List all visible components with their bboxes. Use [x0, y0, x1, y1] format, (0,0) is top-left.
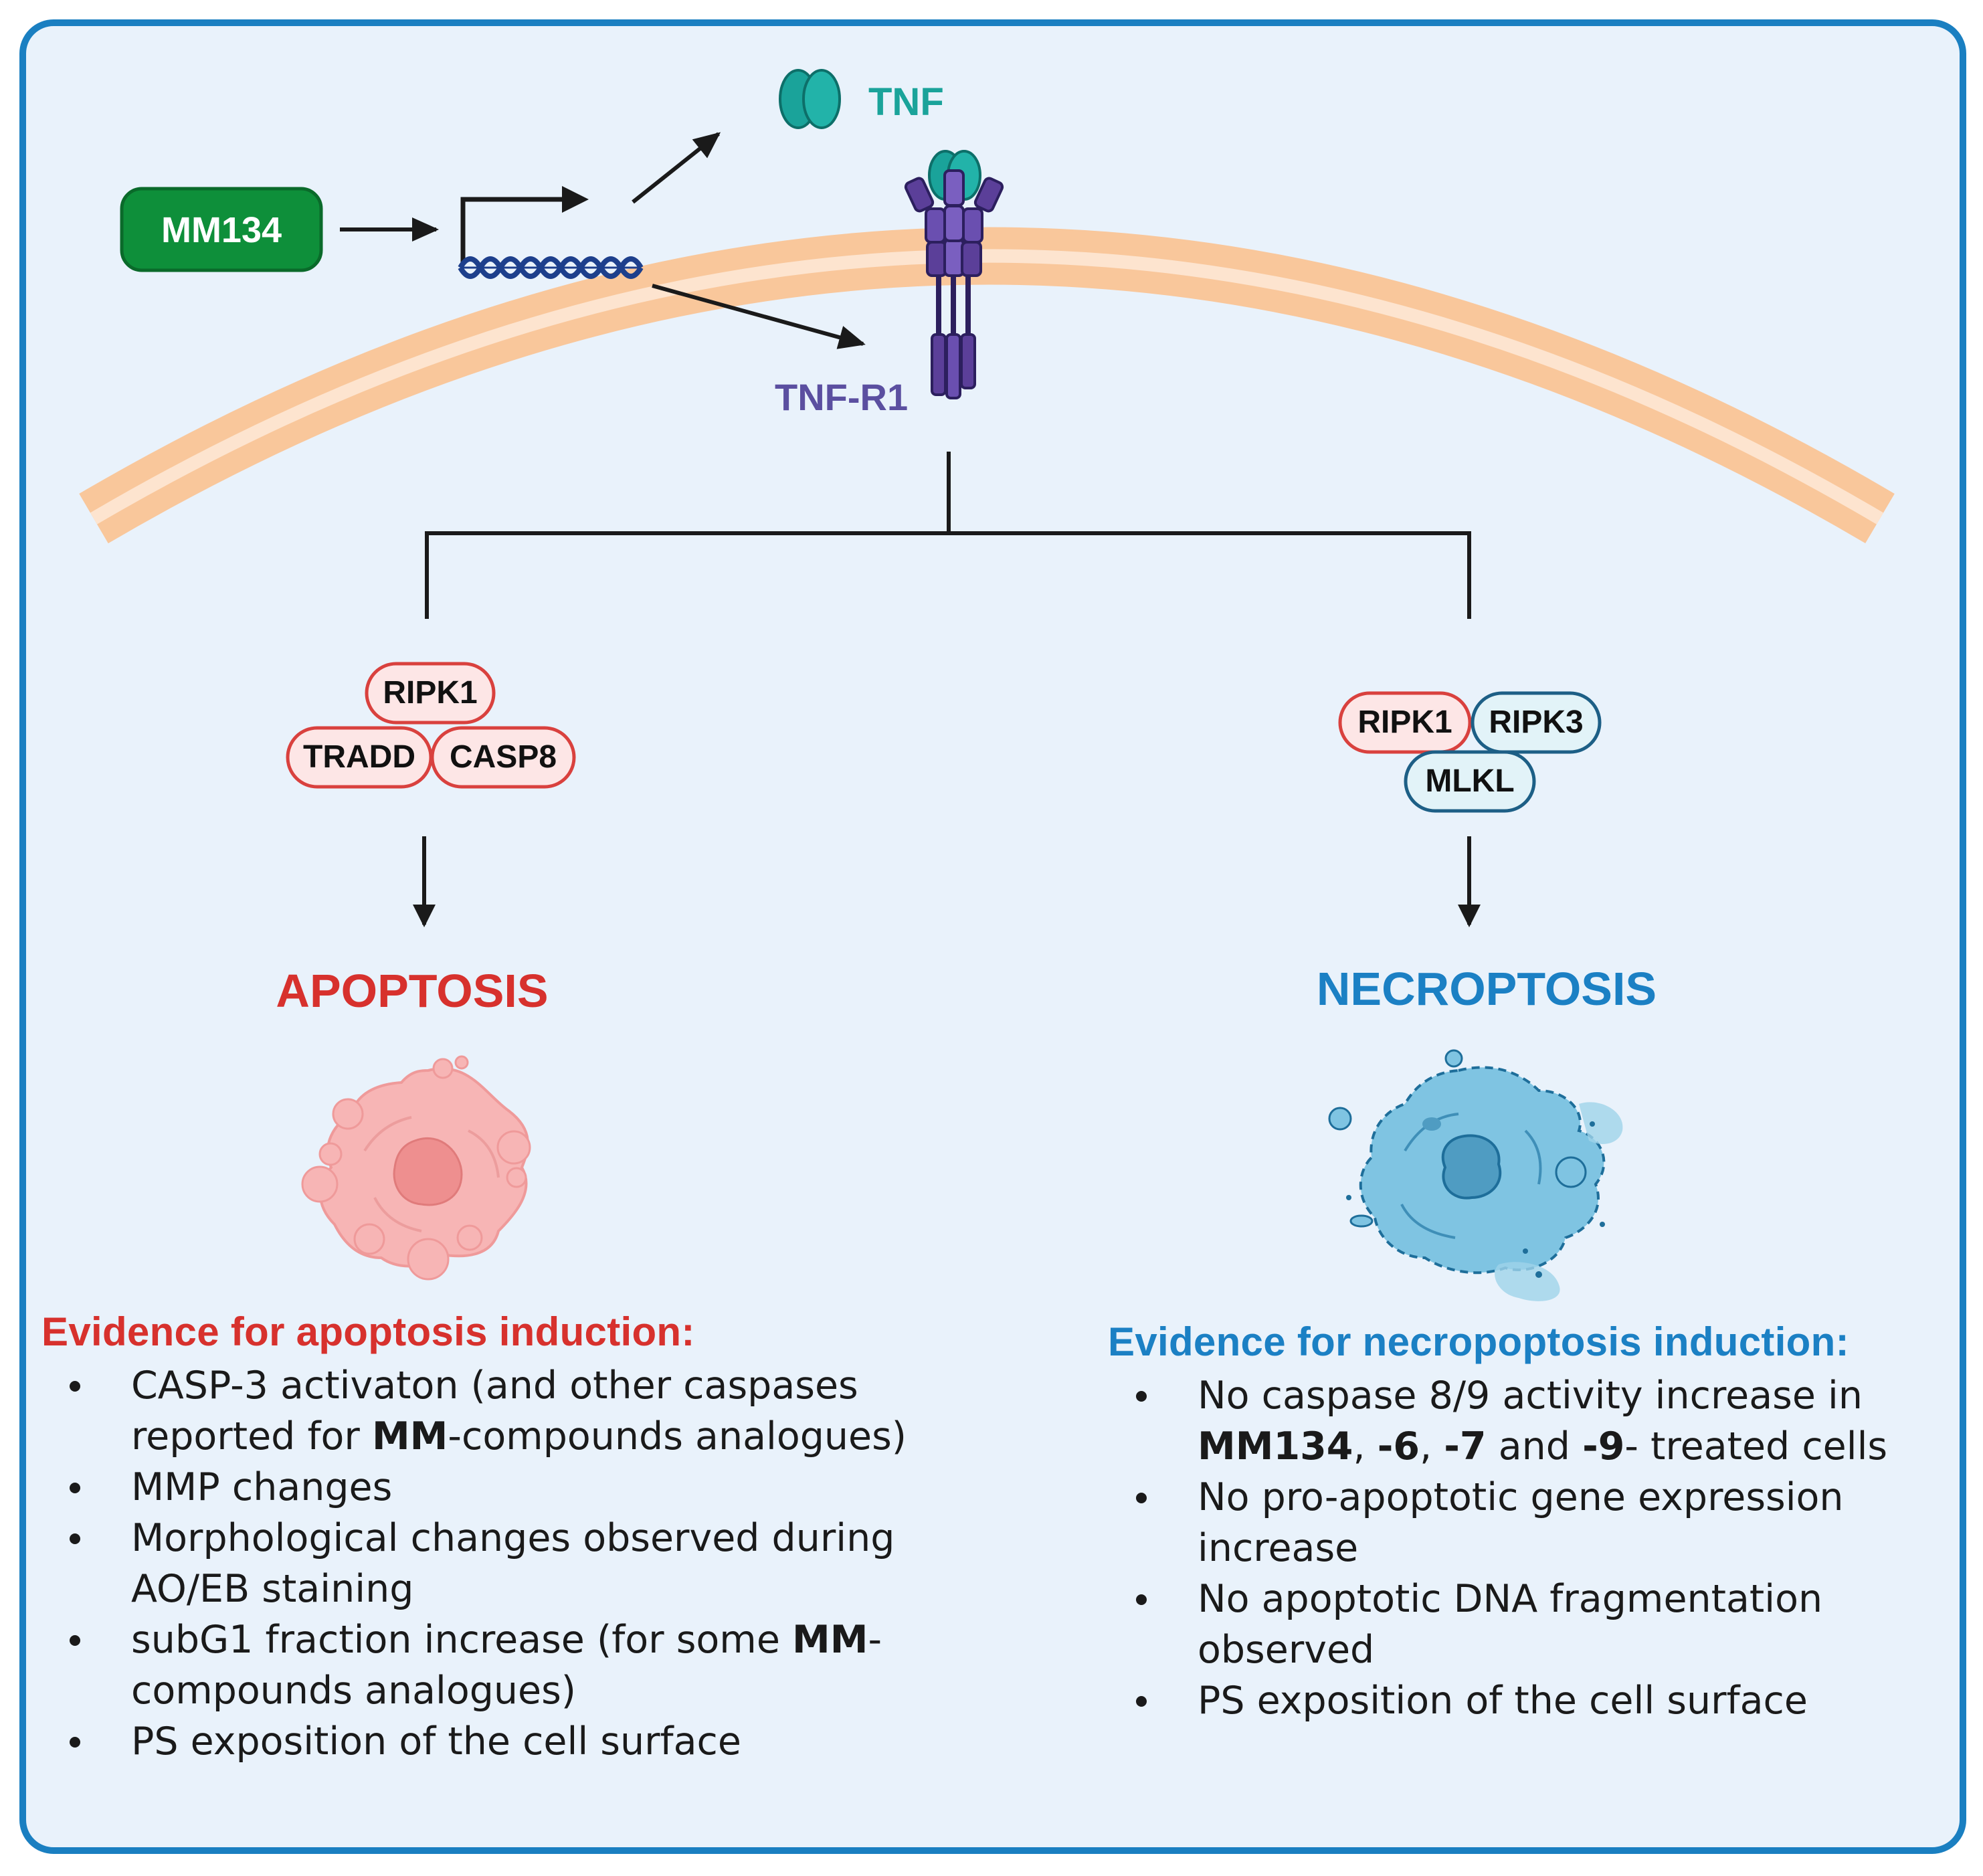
- necroptosis-evidence: Evidence for necropoptosis induction: No…: [1108, 1318, 1971, 1726]
- list-item: Morphological changes observed during AO…: [41, 1513, 992, 1614]
- branch-connector: [425, 452, 1471, 619]
- diagram-frame: [19, 19, 1966, 1854]
- pill-casp8: CASP8: [450, 739, 557, 775]
- list-item: CASP-3 activaton (and other caspases rep…: [41, 1360, 992, 1462]
- tnf-ligand-icon: [779, 69, 841, 129]
- apoptosis-title: APOPTOSIS: [276, 965, 548, 1017]
- pill-ripk1-necroptosis: RIPK1: [1357, 705, 1452, 740]
- mm134-label: MM134: [161, 210, 282, 250]
- necroptosis-evidence-list: No caspase 8/9 activity increase in MM13…: [1108, 1370, 1971, 1726]
- pill-ripk1-apoptosis: RIPK1: [383, 675, 477, 711]
- necroptosis-title: NECROPTOSIS: [1317, 963, 1657, 1015]
- list-item: No apoptotic DNA fragmentation observed: [1108, 1574, 1971, 1675]
- list-item: PS exposition of the cell surface: [41, 1716, 992, 1767]
- list-item: No caspase 8/9 activity increase in MM13…: [1108, 1370, 1971, 1472]
- gene-promoter-icon: [460, 186, 589, 264]
- apoptotic-cell-icon: [301, 1055, 531, 1281]
- tnf-label: TNF: [868, 80, 944, 124]
- apoptosis-evidence-list: CASP-3 activaton (and other caspases rep…: [41, 1360, 992, 1767]
- list-item: subG1 fraction increase (for some MM-com…: [41, 1614, 992, 1716]
- apoptosis-complex: RIPK1 TRADD CASP8: [286, 662, 576, 789]
- list-item: MMP changes: [41, 1462, 992, 1513]
- pill-ripk3: RIPK3: [1489, 705, 1583, 740]
- apoptosis-evidence-heading: Evidence for apoptosis induction:: [41, 1309, 695, 1354]
- necroptosis-complex: RIPK1 RIPK3 MLKL: [1338, 691, 1602, 813]
- arrow-to-tnf: [632, 132, 721, 204]
- necroptotic-cell-icon: [1328, 1049, 1623, 1301]
- tnf-receptor-icon: [904, 150, 1004, 399]
- tnf-r1-label: TNF-R1: [775, 376, 908, 418]
- dna-icon: [458, 256, 644, 279]
- list-item: PS exposition of the cell surface: [1108, 1675, 1971, 1726]
- necroptosis-evidence-heading: Evidence for necropoptosis induction:: [1108, 1319, 1849, 1364]
- pill-tradd: TRADD: [303, 739, 415, 775]
- list-item: No pro-apoptotic gene expression increas…: [1108, 1472, 1971, 1574]
- apoptosis-evidence: Evidence for apoptosis induction: CASP-3…: [41, 1308, 992, 1767]
- arrow-to-receptor: [652, 284, 866, 349]
- mm134-box: MM134: [120, 187, 323, 272]
- pill-mlkl: MLKL: [1425, 763, 1514, 799]
- cell-membrane: [79, 227, 1895, 544]
